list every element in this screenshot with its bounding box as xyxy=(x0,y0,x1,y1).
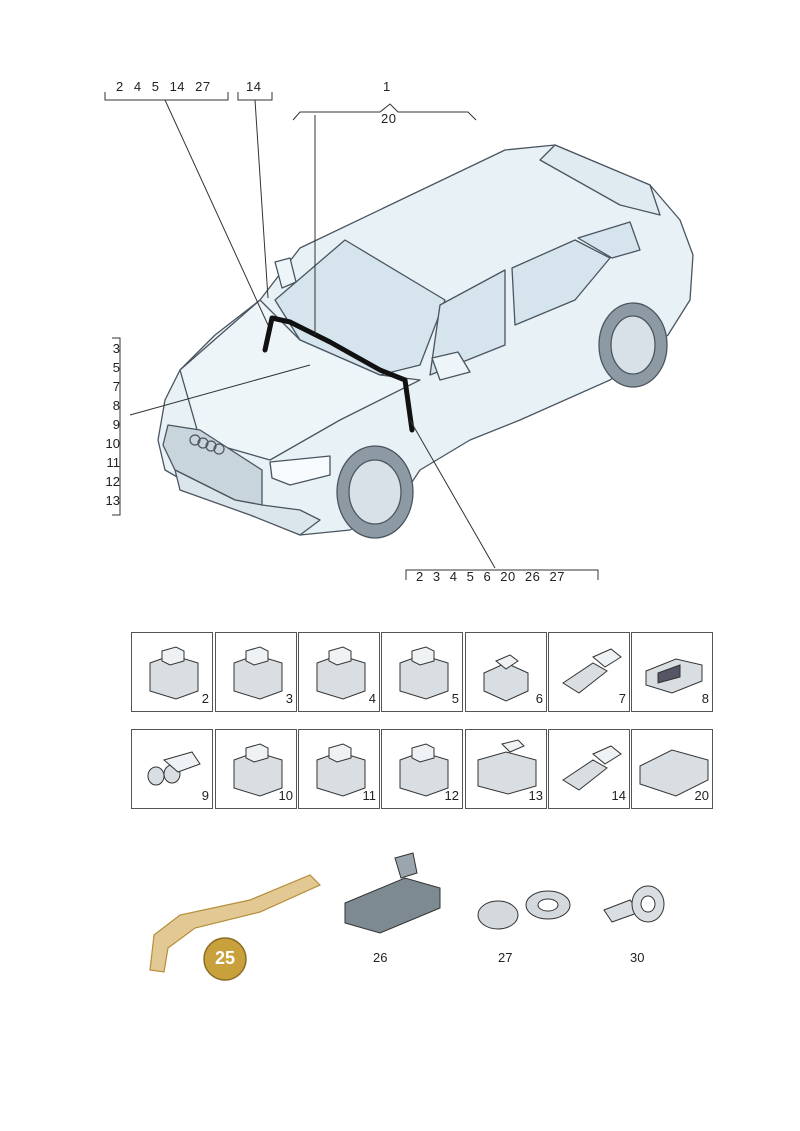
part-30-tape[interactable] xyxy=(600,880,670,930)
callout-num: 13 xyxy=(105,493,120,508)
connector-cell-11[interactable]: 11 xyxy=(298,729,380,809)
connector-icon xyxy=(639,749,709,797)
part-number: 3 xyxy=(285,691,293,706)
leader-lines xyxy=(129,99,496,569)
part-label-26: 26 xyxy=(373,950,388,965)
callout-num: 1 xyxy=(383,79,391,94)
callout-num: 14 xyxy=(246,79,262,94)
callout-num: 20 xyxy=(381,111,397,126)
callout-bracket-1-20 xyxy=(292,103,477,121)
callout-num: 20 xyxy=(500,569,516,584)
brand-rings xyxy=(189,434,225,455)
connector-icon xyxy=(233,646,283,700)
callout-bottom: 2 3 4 5 6 20 26 27 xyxy=(416,569,565,584)
vehicle-diagram xyxy=(104,92,694,580)
callout-num: 5 xyxy=(466,569,475,584)
callout-bracket-left xyxy=(112,337,121,516)
part-number: 13 xyxy=(528,788,543,803)
callout-num: 4 xyxy=(133,79,142,94)
part-number: 12 xyxy=(444,788,459,803)
callout-num: 12 xyxy=(105,474,120,489)
callout-num: 26 xyxy=(524,569,541,584)
part-27-clip[interactable] xyxy=(470,880,580,940)
callout-25-badge xyxy=(203,937,247,981)
connector-cell-6[interactable]: 6 xyxy=(465,632,547,712)
callout-num: 11 xyxy=(106,455,121,470)
callout-25-label: 25 xyxy=(214,948,236,968)
callout-bracket-bottom xyxy=(405,569,599,580)
callout-num: 5 xyxy=(112,360,120,375)
callout-num: 27 xyxy=(549,569,565,584)
callout-num: 6 xyxy=(483,569,492,584)
callout-bracket-top-left xyxy=(104,92,229,101)
part-number: 14 xyxy=(611,788,626,803)
connector-icon xyxy=(316,646,366,700)
connector-cell-9[interactable]: 9 xyxy=(131,729,213,809)
callout-top-left: 2 4 5 14 27 xyxy=(116,79,211,94)
part-number: 6 xyxy=(535,691,543,706)
callout-num: 8 xyxy=(112,398,120,413)
part-number: 8 xyxy=(701,691,709,706)
car-body xyxy=(157,144,694,539)
connector-icon xyxy=(562,745,622,791)
connector-cell-12[interactable]: 12 xyxy=(381,729,463,809)
connector-cell-20[interactable]: 20 xyxy=(631,729,713,809)
connector-icon xyxy=(149,646,199,700)
callout-num: 2 xyxy=(116,79,124,94)
part-label-27: 27 xyxy=(498,950,513,965)
connector-icon xyxy=(645,658,703,694)
part-label-30: 30 xyxy=(630,950,645,965)
callout-top-right-lower: 20 xyxy=(381,111,396,126)
connector-icon xyxy=(233,743,283,797)
connector-cell-14[interactable]: 14 xyxy=(548,729,630,809)
callout-num: 27 xyxy=(195,79,211,94)
connector-cell-4[interactable]: 4 xyxy=(298,632,380,712)
callout-num: 5 xyxy=(151,79,160,94)
part-number: 2 xyxy=(201,691,209,706)
connector-icon xyxy=(147,751,201,786)
wiring-harness-path xyxy=(262,315,415,433)
part-number: 11 xyxy=(362,788,377,803)
connector-icon xyxy=(483,654,529,702)
callout-left-column: 3 5 7 8 9 10 11 12 13 xyxy=(100,339,120,510)
connector-icon xyxy=(562,648,622,694)
connector-cell-10[interactable]: 10 xyxy=(215,729,297,809)
connector-cell-7[interactable]: 7 xyxy=(548,632,630,712)
callout-num: 10 xyxy=(105,436,120,451)
connector-cell-13[interactable]: 13 xyxy=(465,729,547,809)
connector-icon xyxy=(399,646,449,700)
connector-cell-8[interactable]: 8 xyxy=(631,632,713,712)
part-number: 10 xyxy=(278,788,293,803)
callout-num: 9 xyxy=(112,417,120,432)
callout-num: 14 xyxy=(169,79,186,94)
connector-icon xyxy=(316,743,366,797)
part-number: 20 xyxy=(694,788,709,803)
connector-cell-5[interactable]: 5 xyxy=(381,632,463,712)
callout-top-right-upper: 1 xyxy=(383,79,391,94)
connector-icon xyxy=(399,743,449,797)
connector-cell-3[interactable]: 3 xyxy=(215,632,297,712)
part-number: 5 xyxy=(451,691,459,706)
callout-num: 3 xyxy=(432,569,441,584)
callout-num: 2 xyxy=(416,569,424,584)
part-25-harness[interactable] xyxy=(140,860,330,990)
part-number: 7 xyxy=(618,691,626,706)
part-number: 4 xyxy=(368,691,376,706)
callout-num: 7 xyxy=(112,379,120,394)
part-number: 9 xyxy=(201,788,209,803)
connector-cell-2[interactable]: 2 xyxy=(131,632,213,712)
connector-icon xyxy=(477,739,537,795)
callout-top-mid: 14 xyxy=(246,79,261,94)
callout-num: 4 xyxy=(449,569,458,584)
part-26-bracket[interactable] xyxy=(335,848,450,948)
callout-num: 3 xyxy=(112,341,120,356)
